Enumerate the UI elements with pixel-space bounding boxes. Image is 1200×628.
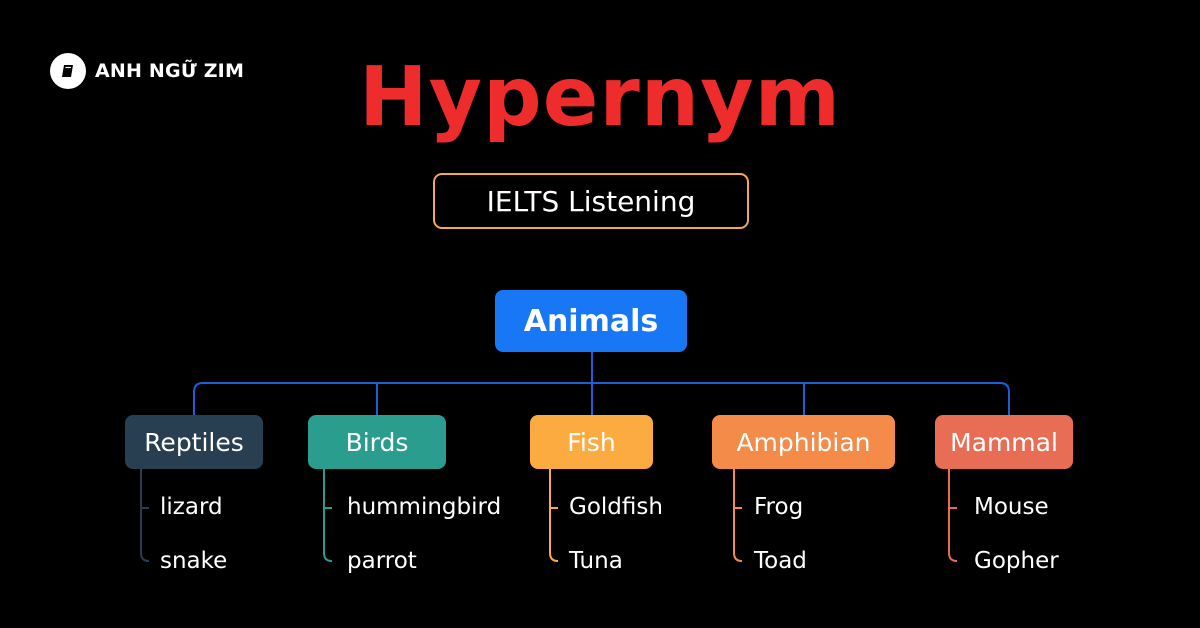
- leaf-item: Toad: [754, 548, 807, 574]
- leaf-item: Mouse: [974, 494, 1049, 520]
- leaf-connector: [948, 469, 958, 562]
- leaf-item: Tuna: [569, 548, 623, 574]
- leaf-item: hummingbird: [347, 494, 502, 520]
- brand: ANH NGỮ ZIM: [50, 53, 244, 89]
- category-node-reptiles: Reptiles: [125, 415, 263, 469]
- book-icon: [50, 53, 86, 89]
- category-node-amphibian: Amphibian: [712, 415, 895, 469]
- root-node: Animals: [495, 290, 687, 352]
- category-node-birds: Birds: [308, 415, 446, 469]
- category-node-mammal: Mammal: [935, 415, 1073, 469]
- page-title: Hypernym: [358, 50, 842, 145]
- leaf-connector: [549, 469, 559, 562]
- leaf-item: snake: [160, 548, 228, 574]
- branch-bar-connector: [193, 382, 1010, 415]
- leaf-connector: [733, 469, 743, 562]
- subtitle-badge: IELTS Listening: [433, 173, 749, 229]
- leaf-item: parrot: [347, 548, 417, 574]
- leaf-connector: [323, 469, 333, 562]
- category-node-fish: Fish: [530, 415, 653, 469]
- leaf-item: Goldfish: [569, 494, 663, 520]
- leaf-item: Gopher: [974, 548, 1059, 574]
- leaf-item: lizard: [160, 494, 223, 520]
- leaf-connector: [140, 469, 150, 562]
- brand-name: ANH NGỮ ZIM: [95, 60, 245, 82]
- leaf-item: Frog: [754, 494, 804, 520]
